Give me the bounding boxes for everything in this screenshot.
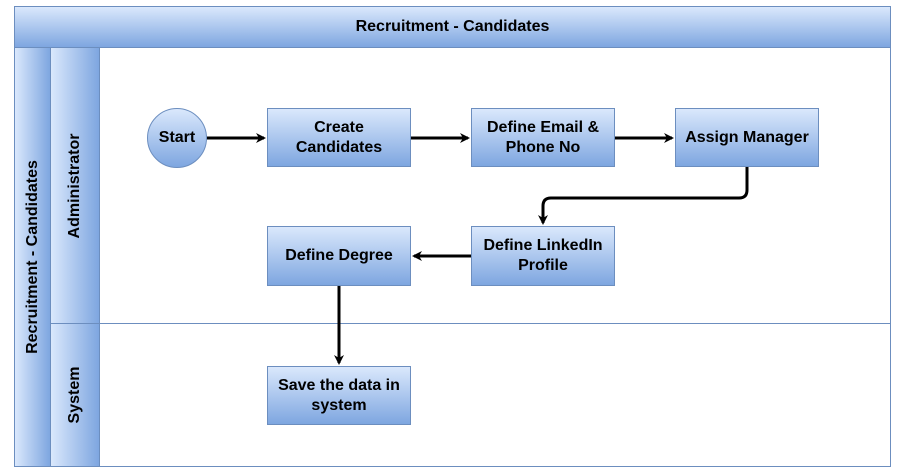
define-degree-label: Define Degree: [285, 247, 393, 264]
define-linkedin-node[interactable]: Define LinkedIn Profile: [471, 226, 615, 286]
edge-assign-to-linkedin: [538, 167, 749, 225]
assign-manager-label: Assign Manager: [685, 128, 809, 146]
create-candidates-label: Create Candidates: [295, 118, 383, 156]
define-email-phone-label: Define Email & Phone No: [486, 118, 600, 156]
assign-manager-node[interactable]: Assign Manager: [675, 108, 819, 167]
define-email-phone-node[interactable]: Define Email & Phone No: [471, 108, 615, 167]
start-label: Start: [158, 129, 196, 146]
define-degree-node[interactable]: Define Degree: [267, 226, 411, 286]
pool-title: Recruitment - Candidates: [355, 18, 550, 35]
start-node[interactable]: Start: [147, 108, 207, 168]
pool-side-band: Recruitment - Candidates: [14, 47, 51, 467]
save-data-node[interactable]: Save the data in system: [267, 366, 411, 425]
lane-body-system: [99, 323, 891, 467]
pool-title-bar: Recruitment - Candidates: [14, 6, 891, 48]
save-data-label: Save the data in system: [278, 376, 400, 414]
define-linkedin-label: Define LinkedIn Profile: [483, 237, 603, 274]
create-candidates-node[interactable]: Create Candidates: [267, 108, 411, 167]
